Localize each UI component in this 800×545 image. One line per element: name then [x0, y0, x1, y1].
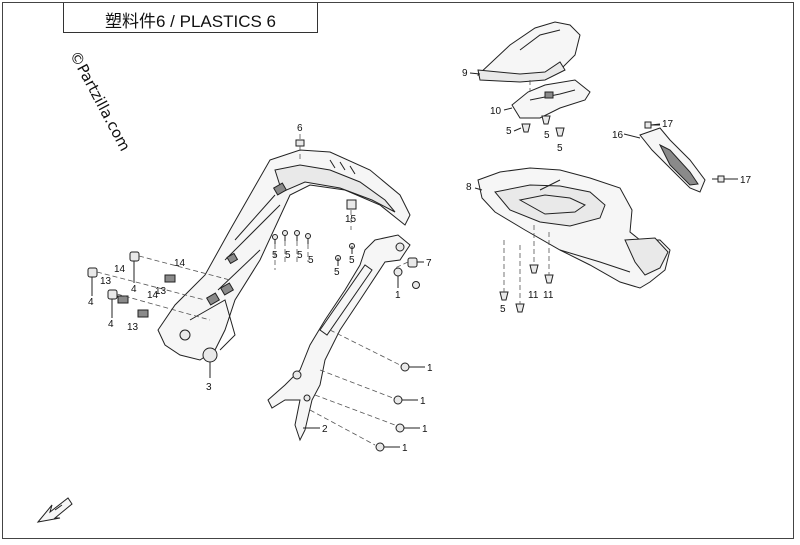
page-title: 塑料件6 / PLASTICS 6: [105, 12, 276, 31]
callout-13c: 13: [155, 286, 167, 297]
part-clip-6[interactable]: [295, 134, 305, 147]
callout-9: 9: [462, 68, 468, 79]
callout-5g: 5: [506, 126, 512, 137]
fwd-arrow-icon: [36, 497, 73, 523]
callout-5a: 5: [272, 250, 278, 261]
part-rear-cover-9[interactable]: [477, 21, 581, 83]
callout-16: 16: [612, 130, 624, 141]
callout-3: 3: [206, 382, 212, 393]
part-bracket-plate[interactable]: [267, 234, 411, 442]
callout-4b: 4: [108, 319, 114, 330]
fasteners-fender[interactable]: [499, 225, 554, 313]
callout-5f: 5: [349, 255, 355, 266]
callout-13b: 13: [127, 322, 139, 333]
part-reflector-16[interactable]: [639, 121, 725, 193]
callout-11b: 11: [543, 290, 554, 301]
callout-1d: 1: [402, 443, 408, 454]
callout-15: 15: [345, 214, 357, 225]
callout-1c: 1: [422, 424, 428, 435]
callout-6: 6: [297, 123, 303, 134]
callout-14a: 14: [114, 264, 126, 275]
callout-7: 7: [426, 258, 432, 269]
callout-8: 8: [466, 182, 472, 193]
callout-1a: 1: [427, 363, 433, 374]
diagram-frame: 塑料件6 / PLASTICS 6: [2, 2, 794, 539]
callout-13a: 13: [100, 276, 112, 287]
part-rear-frame[interactable]: [157, 149, 411, 363]
callout-5c: 5: [297, 250, 303, 261]
dash-guides-frame: [274, 146, 309, 270]
part-bracket-10[interactable]: [511, 79, 591, 119]
callout-17b: 17: [740, 175, 752, 186]
callout-10: 10: [490, 106, 502, 117]
part-grommet-15[interactable]: [346, 199, 357, 230]
callout-2: 2: [322, 424, 328, 435]
callout-5b: 5: [285, 250, 291, 261]
screw-row-5[interactable]: [272, 230, 311, 245]
part-rear-fender-8[interactable]: [477, 167, 671, 289]
callout-5d: 5: [308, 255, 314, 266]
callout-17a: 17: [662, 119, 674, 130]
callout-5e: 5: [334, 267, 340, 278]
screw-pair-5b[interactable]: [335, 243, 355, 267]
callout-1b: 1: [420, 396, 426, 407]
callout-14b: 14: [147, 290, 159, 301]
callout-labels: 1 1 1 1 1 2 3 4 4 4 13 13 13 14 14 14 5 …: [88, 68, 752, 454]
callout-4c: 4: [131, 284, 137, 295]
callout-11a: 11: [528, 290, 539, 301]
fasteners-5-top[interactable]: [521, 115, 565, 137]
callout-5j: 5: [500, 304, 506, 315]
title-box: 塑料件6 / PLASTICS 6: [63, 3, 318, 33]
callout-5i: 5: [557, 143, 563, 154]
callout-4a: 4: [88, 297, 94, 308]
callout-14c: 14: [174, 258, 186, 269]
bolt-group-left[interactable]: [87, 251, 231, 321]
callout-5h: 5: [544, 130, 550, 141]
callout-1e: 1: [395, 290, 401, 301]
